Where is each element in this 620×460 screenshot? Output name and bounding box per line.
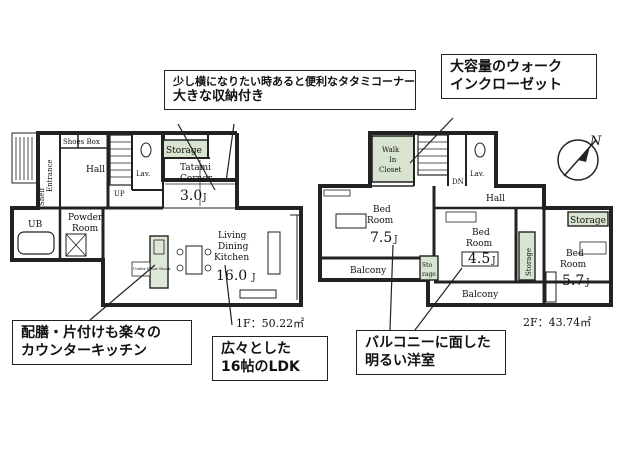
balcony-room-callout: バルコニーに面した 明るい洋室 <box>356 330 506 375</box>
second-floor-plan <box>318 131 613 307</box>
bedroom3-jo-unit: J <box>585 278 590 288</box>
bedroom3-size: 5.7 <box>562 273 584 289</box>
bedroom-storage-vertical <box>518 231 536 281</box>
stairs-2f <box>417 134 449 176</box>
north-label: N <box>589 134 602 149</box>
ldk-callout-line1: 広々とした <box>221 341 291 357</box>
walk-in-closet-line1: Walk <box>382 146 400 154</box>
stairs-1f <box>109 134 133 186</box>
bedroom1-jo-unit: J <box>393 235 398 245</box>
balcony-label-2: Balcony <box>462 290 499 300</box>
counter-callout-line2: カウンターキッチン <box>21 342 147 359</box>
north-arrow-compass: N <box>557 134 602 181</box>
counter-kitchen-callout: 配膳・片付けも楽々の カウンターキッチン <box>12 320 192 365</box>
lav-label-2f: Lav. <box>470 170 484 178</box>
tatami-callout-line2: 大きな収納付き <box>173 88 265 104</box>
callout-leader-lines <box>89 117 463 331</box>
lav-label-1f: Lav. <box>136 170 150 178</box>
first-floor-plan <box>10 131 303 307</box>
tatami-jo-unit: J <box>202 193 207 203</box>
kitchen-counter <box>149 235 169 289</box>
bathtub <box>17 231 55 255</box>
under-floor-stock-label: Under Floor Stock <box>133 266 171 271</box>
tatami-callout-line1: 少し横になりたい時あると便利なタタミコーナー <box>173 75 415 88</box>
bedroom1-label-line1: Bed <box>373 205 391 215</box>
tatami-label-line2: Corner <box>180 174 213 184</box>
bedroom3-storage-label: Storage <box>570 216 606 226</box>
ldk-label-line1: Living <box>218 231 247 241</box>
bedroom2-label-line2: Room <box>466 239 493 249</box>
first-floor-area: 1F：50.22㎡ <box>236 317 304 330</box>
ldk-callout-line2: 16帖のLDK <box>221 358 300 375</box>
ldk-callout: 広々とした 16帖のLDK <box>212 336 328 381</box>
counter-callout-line1: 配膳・片付けも楽々の <box>21 325 161 341</box>
bedroom2-jo-unit: J <box>491 256 496 266</box>
walk-in-closet-line3: Closet <box>379 166 402 174</box>
bedroom2-label-line1: Bed <box>472 228 490 238</box>
tatami-corner-callout: 少し横になりたい時あると便利なタタミコーナー 大きな収納付き <box>164 70 416 110</box>
ub-label: UB <box>28 220 43 230</box>
up-label: UP <box>114 190 125 198</box>
balcony-label-1: Balcony <box>350 266 387 276</box>
ldk-jo-unit: J <box>251 273 256 283</box>
walk-in-closet-callout: 大容量のウォーク インクローゼット <box>441 54 597 99</box>
bedroom3-label-line2: Room <box>560 260 587 270</box>
second-floor-labels: Walk In Closet DN Lav. Hall Bed Room 7.5… <box>350 146 606 329</box>
storage-label-1f: Storage <box>166 146 202 156</box>
vertical-storage-label: Storage <box>525 248 533 276</box>
powder-room-line2: Room <box>72 224 99 234</box>
ldk-label-line2: Dining <box>218 242 249 252</box>
tatami-size: 3.0 <box>180 188 202 204</box>
small-storage <box>419 255 439 281</box>
balcony-callout-line2: 明るい洋室 <box>365 352 435 369</box>
bedroom2-size: 4.5 <box>468 251 490 267</box>
bedroom3-label-line1: Bed <box>566 249 584 259</box>
bedroom1-size: 7.5 <box>370 230 392 246</box>
shoes-box-label: Shoes Box <box>63 138 100 146</box>
bedroom1-label-line2: Room <box>367 216 394 226</box>
closet-callout-line2: インクローゼット <box>450 76 562 93</box>
small-storage-line1: Sto <box>422 262 433 269</box>
powder-room-line1: Powder <box>68 213 103 223</box>
closet-callout-line1: 大容量のウォーク <box>450 59 562 75</box>
walk-in-closet <box>371 135 415 183</box>
first-floor-labels: Shoes Box Hall Entrance Shelf Storage La… <box>28 138 304 330</box>
small-storage-line2: rage <box>422 271 436 278</box>
second-floor-area: 2F：43.74㎡ <box>523 316 591 329</box>
bedroom3-storage <box>567 211 609 227</box>
ldk-size: 16.0 <box>216 268 247 284</box>
ldk-label-line3: Kitchen <box>214 253 249 263</box>
entrance-label: Entrance <box>46 159 54 192</box>
shelf-label: Shelf <box>38 186 46 206</box>
tatami-label-line1: Tatami <box>180 163 211 173</box>
balcony-callout-line1: バルコニーに面した <box>365 335 491 351</box>
hall-label-2f: Hall <box>486 194 505 204</box>
walk-in-closet-line2: In <box>389 156 397 164</box>
hall-label-1f: Hall <box>86 165 105 175</box>
dn-label: DN <box>452 178 464 186</box>
